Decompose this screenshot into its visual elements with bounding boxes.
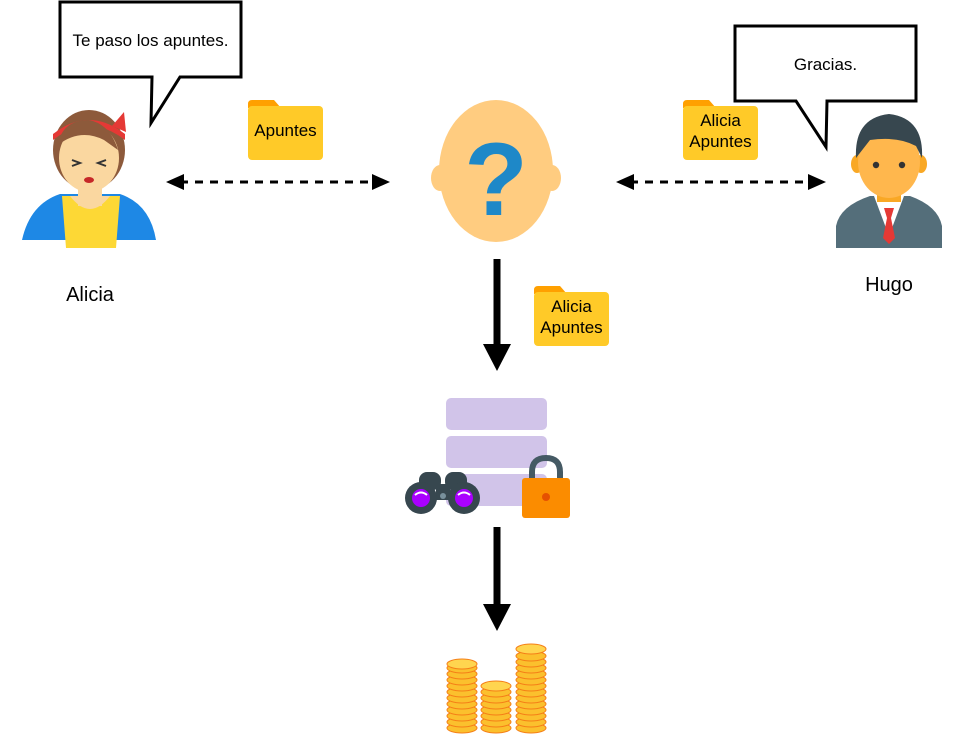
alicia-speech-text: Te paso los apuntes.	[72, 31, 229, 50]
alicia-speech-bubble	[58, 0, 243, 129]
folder-icon	[534, 286, 609, 346]
woman-avatar-icon	[22, 110, 156, 248]
binoculars-icon	[405, 472, 480, 514]
unknown-person-icon	[431, 100, 561, 242]
padlock-icon	[522, 454, 570, 518]
middle-to-storage-arrow	[483, 259, 511, 371]
man-avatar-icon	[836, 114, 942, 248]
coin-stacks-icon	[446, 643, 547, 734]
middle-hugo-connector	[616, 174, 826, 190]
alicia-middle-connector	[166, 174, 390, 190]
folder-label-line: Alicia	[700, 111, 741, 130]
folder-label-apuntes: Apuntes	[248, 120, 323, 141]
folder-label-line: Alicia	[551, 297, 592, 316]
coin-top	[480, 680, 512, 692]
question-mark: ?	[464, 122, 528, 238]
alicia-name-label: Alicia	[66, 284, 114, 306]
hugo-name-label: Hugo	[865, 274, 913, 296]
storage-to-money-arrow	[483, 527, 511, 631]
folder-label-line: Apuntes	[540, 318, 603, 337]
coin-top	[515, 643, 547, 655]
hugo-speech-text: Gracias.	[793, 55, 858, 74]
folder-label-line: Apuntes	[254, 121, 317, 140]
folder-icon	[248, 100, 323, 160]
folder-label-line: Apuntes	[689, 132, 752, 151]
hugo-speech-bubble	[733, 24, 918, 152]
folder-label-alicia-apuntes-hugo: Alicia Apuntes	[683, 110, 758, 152]
folder-label-alicia-apuntes-storage: Alicia Apuntes	[534, 296, 609, 338]
coin-top	[446, 658, 478, 670]
folder-icon	[683, 100, 758, 160]
